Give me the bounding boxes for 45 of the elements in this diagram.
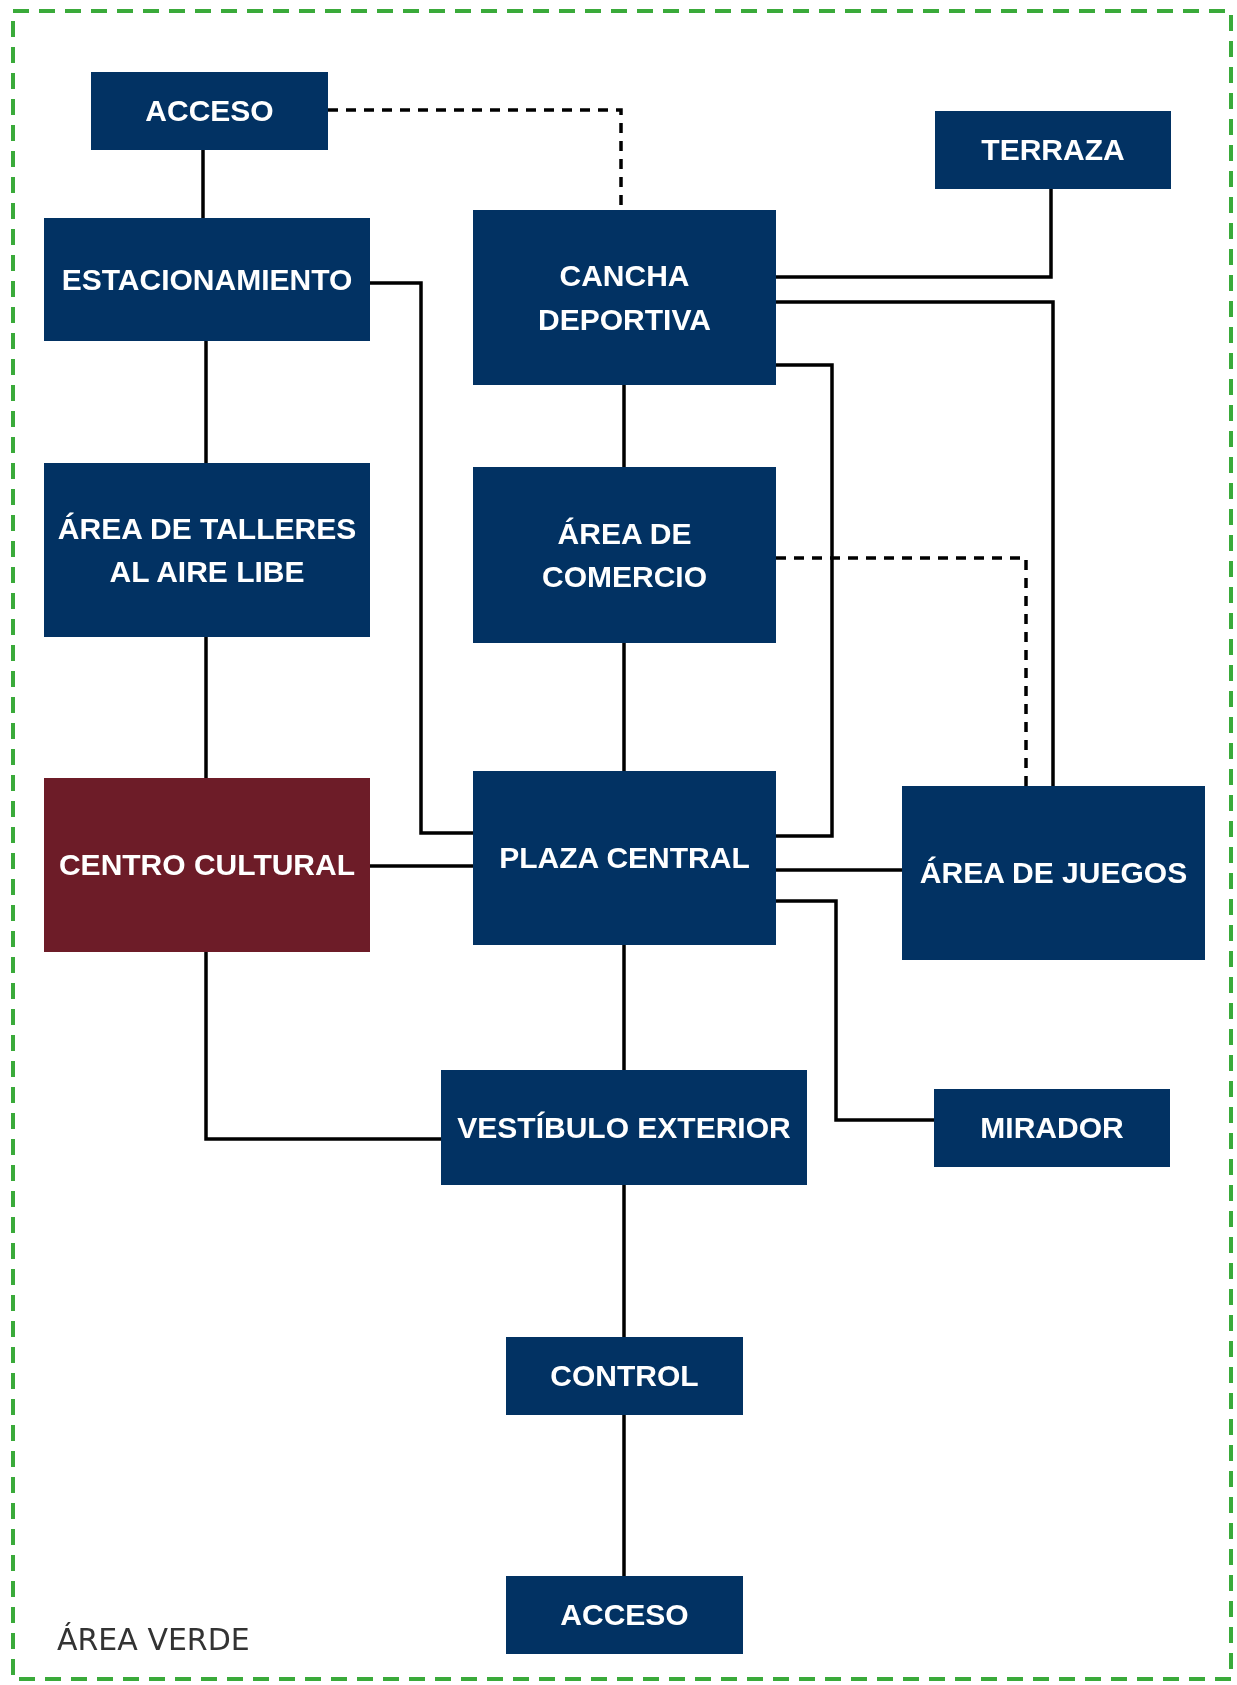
area-box: [506, 1576, 743, 1654]
connector-line: [622, 1185, 626, 1337]
area-box: [44, 463, 370, 637]
connector-line: [370, 864, 473, 868]
area-box: [902, 786, 1205, 960]
connector-line: [776, 868, 902, 872]
box-label: ESTACIONAMIENTO: [61, 261, 353, 298]
area-box: [473, 771, 776, 945]
box-label: CONTROL: [550, 1358, 699, 1395]
zone-area: [11, 9, 1233, 1681]
box-label: ÁREA DE TALLERES AL AIRE LIBE: [56, 510, 358, 590]
connector-line: [204, 952, 441, 1141]
area-box: [473, 210, 776, 385]
connector-line: [622, 643, 626, 771]
box-label: ACCESO: [145, 93, 274, 130]
connector-line: [776, 899, 934, 1122]
connector-line: [622, 1415, 626, 1576]
connector-line: [622, 385, 626, 467]
connector-line: [204, 341, 208, 463]
connector-line: [776, 556, 1028, 786]
box-label: TERRAZA: [981, 132, 1125, 169]
connector-line: [776, 300, 1055, 786]
area-box: [506, 1337, 743, 1415]
connector-line: [204, 637, 208, 778]
box-label: CENTRO CULTURAL: [58, 847, 356, 884]
box-label: PLAZA CENTRAL: [499, 840, 750, 877]
connector-line: [201, 150, 205, 218]
connector-line: [776, 189, 1053, 279]
area-box: [44, 778, 370, 952]
box-label: ACCESO: [560, 1597, 689, 1634]
area-box: [473, 467, 776, 643]
box-label: CANCHA DEPORTIVA: [537, 258, 712, 338]
connector-line: [370, 281, 473, 835]
area-box: [44, 218, 370, 341]
area-box: [441, 1070, 807, 1185]
area-box: [935, 111, 1171, 189]
box-label: ÁREA DE JUEGOS: [919, 855, 1188, 892]
box-label: VESTÍBULO EXTERIOR: [457, 1109, 791, 1146]
area-box: [91, 72, 328, 150]
area-box: [934, 1089, 1170, 1167]
box-label: ÁREA DE COMERCIO: [541, 515, 708, 595]
connector-line: [776, 363, 834, 838]
zone-label: ÁREA VERDE: [57, 1622, 250, 1657]
box-label: MIRADOR: [980, 1110, 1124, 1147]
connector-line: [622, 945, 626, 1070]
